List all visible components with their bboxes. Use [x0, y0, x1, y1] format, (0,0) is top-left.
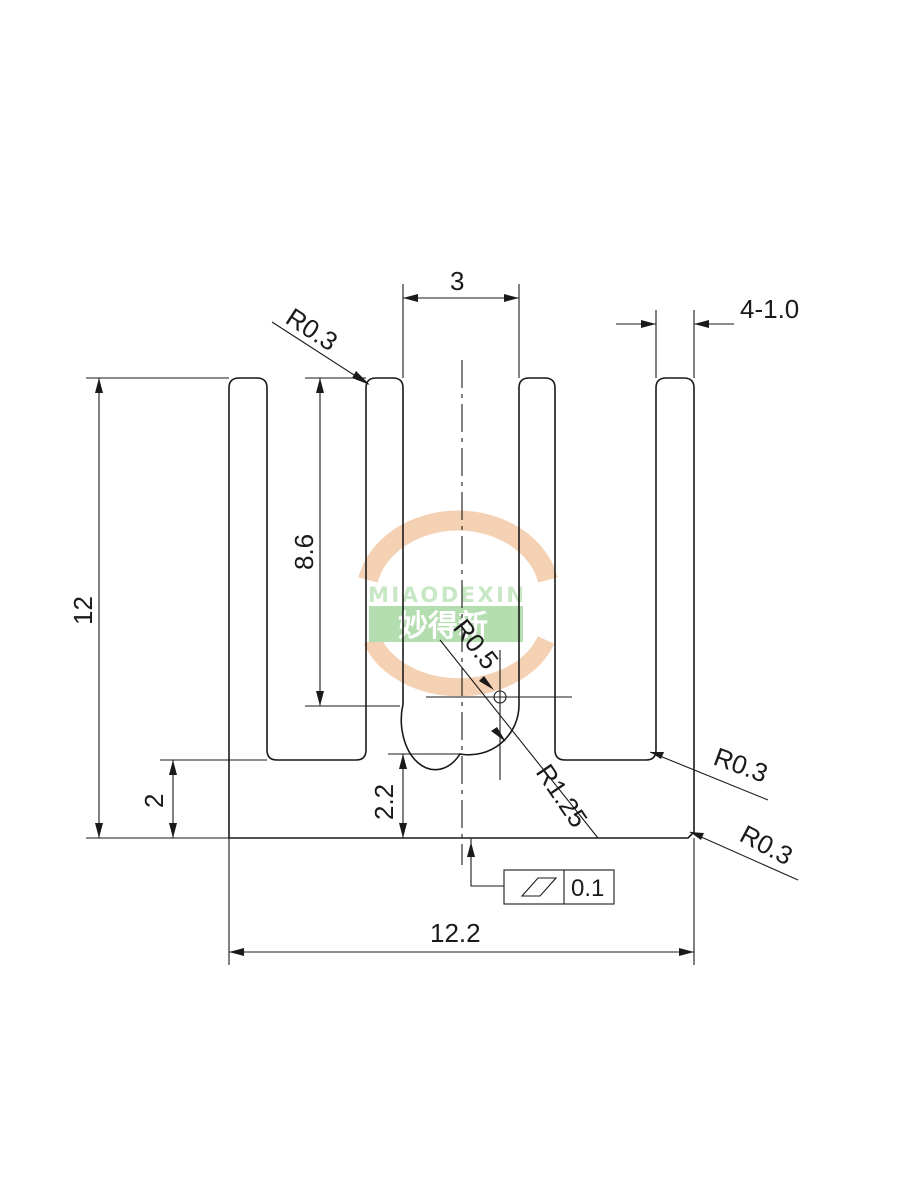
flatness-tolerance-frame: 0.1: [467, 838, 615, 905]
watermark-ring-bottom: [363, 636, 555, 697]
radius-outer-corner-right: R0.3: [689, 819, 799, 881]
dim-slot-bottom-height-label: 2.2: [369, 784, 399, 820]
flatness-icon: [520, 877, 558, 897]
center-small-arc: [493, 690, 507, 704]
dim-fin-thickness-label: 4-1.0: [740, 294, 799, 324]
watermark-brand-chinese: 妙得新: [398, 609, 488, 644]
radius-inner-corner-right-label: R0.3: [710, 741, 772, 788]
dim-fin-gap-label: 3: [450, 266, 464, 296]
dim-base-thickness: 2: [139, 759, 267, 838]
watermark: MIAODEXIN 妙得新 ✦ ✦ ✦ ✦: [358, 510, 558, 697]
radius-inner-corner-right: R0.3: [649, 741, 772, 801]
watermark-panel: [369, 606, 523, 642]
dim-total-width: 12.2: [228, 838, 695, 965]
radius-center-large-label: R1.25: [530, 759, 594, 833]
dim-total-width-label: 12.2: [430, 918, 481, 948]
dim-fin-depth: 8.6: [289, 377, 400, 707]
watermark-star-icon: ✦ ✦ ✦ ✦: [398, 545, 456, 560]
dim-total-height: 12: [68, 377, 229, 839]
radius-fin-top-left-label: R0.3: [281, 302, 343, 357]
watermark-ring-top: [358, 510, 558, 583]
radius-outer-corner-right-label: R0.3: [735, 819, 798, 871]
dim-total-height-label: 12: [68, 596, 98, 625]
dim-fin-thickness: 4-1.0: [616, 294, 799, 378]
dim-slot-bottom-height: 2.2: [369, 753, 460, 838]
dim-fin-depth-label: 8.6: [289, 534, 319, 570]
watermark-brand-latin: MIAODEXIN: [368, 583, 524, 607]
dim-fin-gap: 3: [402, 266, 520, 378]
dim-base-thickness-label: 2: [139, 794, 169, 808]
radius-fin-top-left: R0.3: [271, 302, 370, 385]
flatness-value: 0.1: [571, 875, 604, 902]
heatsink-outline: [228, 377, 695, 839]
